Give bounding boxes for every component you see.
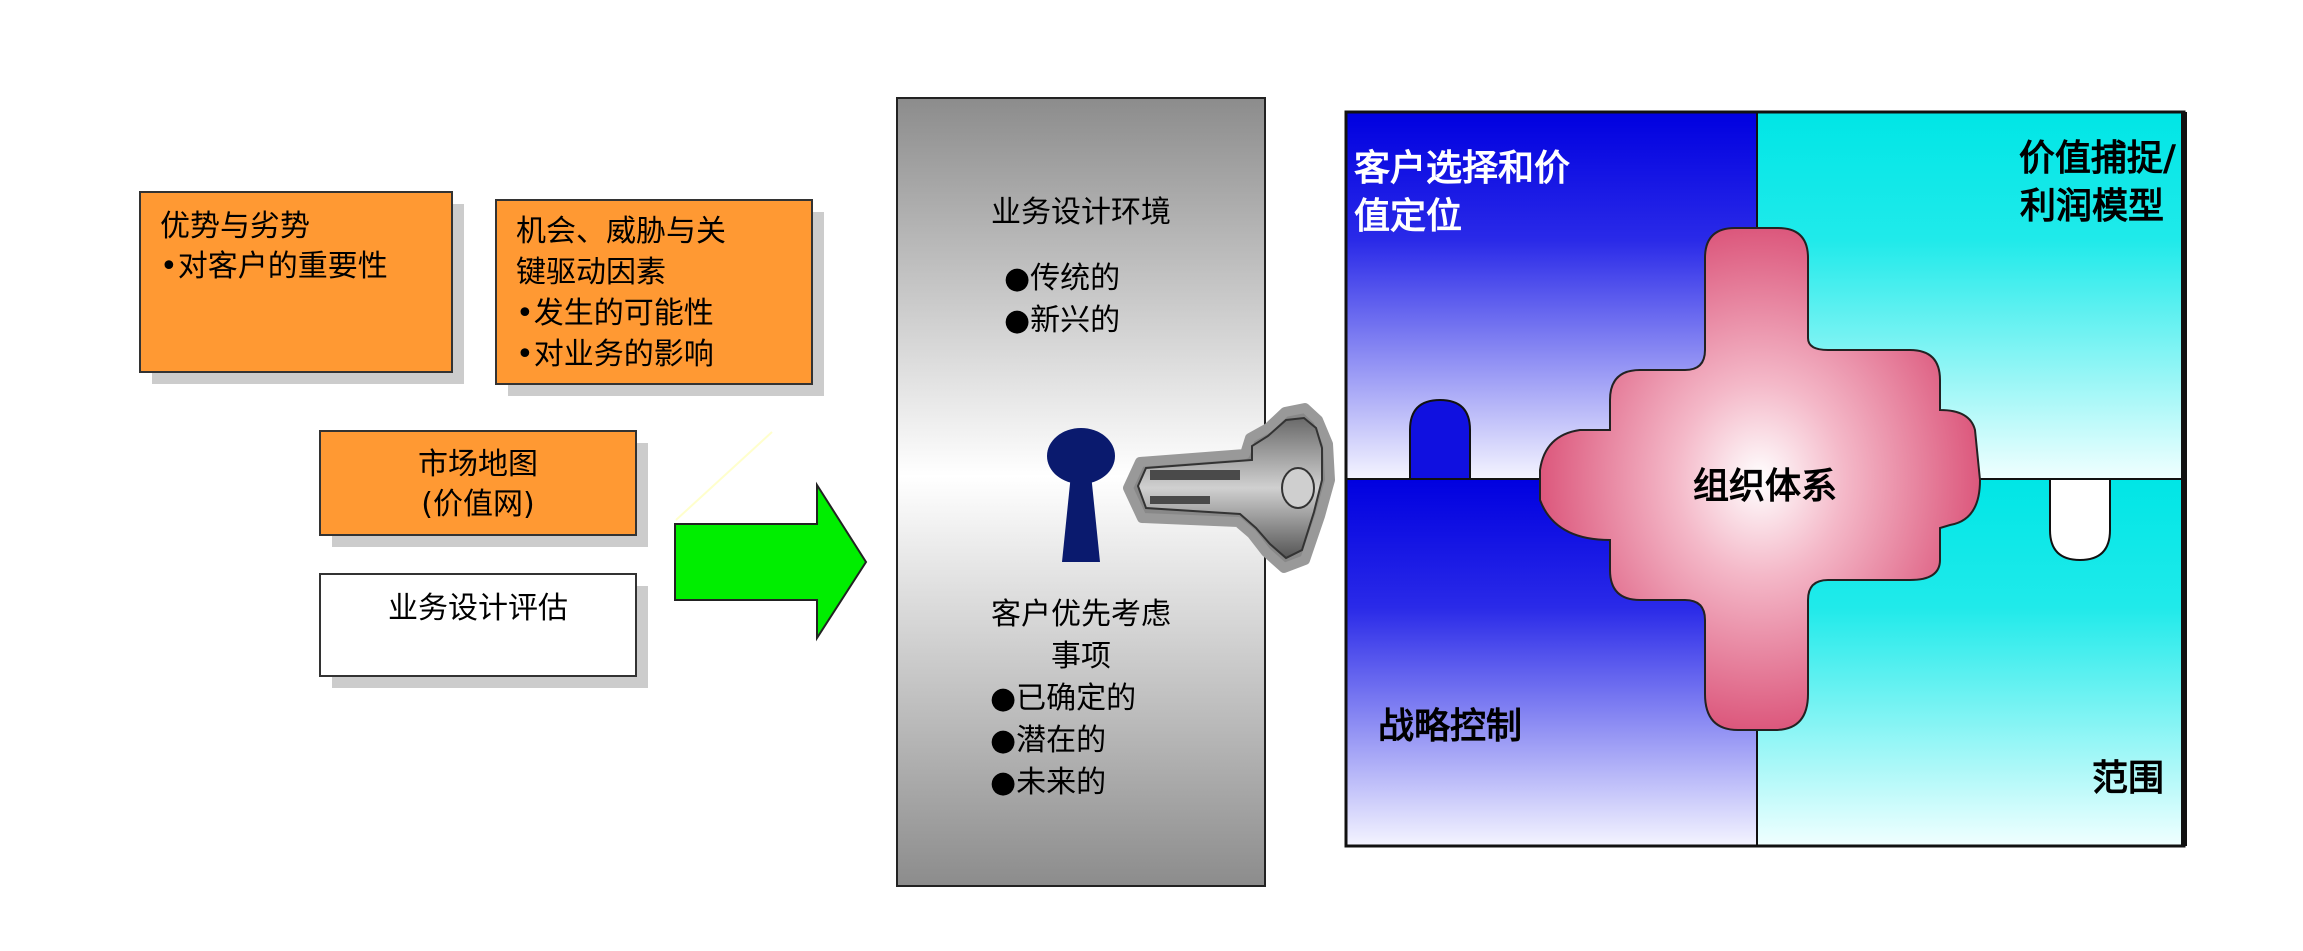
assessment-line1: 业务设计评估 [388,591,568,626]
priority-item: ●未来的 [990,765,1106,800]
environment-title: 业务设计环境 [991,195,1171,230]
market-map-line2: (价值网) [421,487,534,522]
strengths-title: 优势与劣势 [160,209,310,244]
puzzle-label-top-right: 价值捕捉/ [2019,138,2177,179]
business-design-puzzle: 客户选择和价 值定位 价值捕捉/ 利润模型 组织体系 战略控制 范围 [1346,112,2184,846]
opportunities-line1: 机会、威胁与关 [516,214,726,249]
opportunities-line3: •发生的可能性 [516,296,714,331]
green-arrow [675,485,866,638]
assessment-box: 业务设计评估 [320,574,648,688]
environment-item: ●新兴的 [1004,303,1120,338]
puzzle-tab-blue [1410,400,1470,479]
opportunities-line2: 键驱动因素 [516,255,666,290]
environment-item: ●传统的 [1004,261,1120,296]
opportunities-line4: •对业务的影响 [516,337,714,372]
market-map-line1: 市场地图 [418,447,538,482]
priorities-title: 事项 [1051,639,1111,674]
puzzle-label-center: 组织体系 [1693,466,1837,507]
strengths-line1: •对客户的重要性 [160,249,388,284]
strengths-box: 优势与劣势 •对客户的重要性 [140,192,464,384]
faint-connector-line [676,432,772,520]
puzzle-label-top-left: 值定位 [1354,196,1462,237]
priority-item: ●已确定的 [990,681,1136,716]
puzzle-label-bottom-left: 战略控制 [1378,706,1522,747]
priority-item: ●潜在的 [990,723,1106,758]
puzzle-label-bottom-right: 范围 [2092,758,2164,799]
opportunities-box: 机会、威胁与关 键驱动因素 •发生的可能性 •对业务的影响 [496,200,824,396]
puzzle-label-top-left: 客户选择和价 [1354,148,1570,189]
puzzle-label-top-right: 利润模型 [2020,186,2164,227]
priorities-title: 客户优先考虑 [991,597,1171,632]
market-map-box: 市场地图 (价值网) [320,431,648,547]
puzzle-notch-cyan [2050,479,2110,560]
